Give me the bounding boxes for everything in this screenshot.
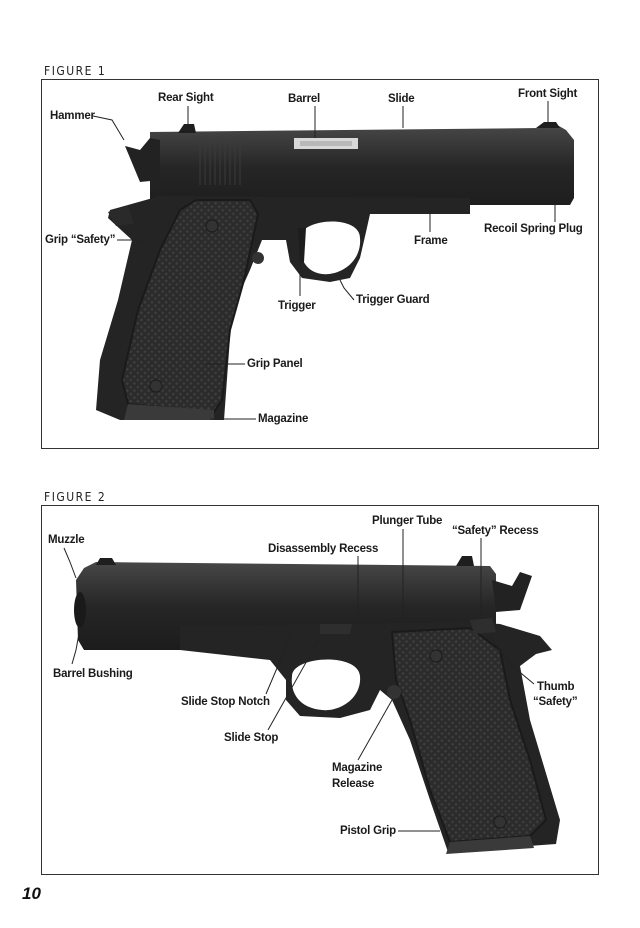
label-grip-safety: Grip “Safety” [45, 234, 116, 246]
label-slide: Slide [388, 93, 415, 105]
label-frame: Frame [414, 235, 448, 247]
label-thumb-safety-line2: “Safety” [533, 696, 578, 708]
label-thumb-safety-line1: Thumb [537, 681, 575, 693]
figure-2-title: FIGURE 2 [44, 490, 107, 504]
label-pistol-grip: Pistol Grip [340, 825, 396, 837]
label-safety-recess: “Safety” Recess [452, 525, 539, 537]
label-barrel: Barrel [288, 93, 321, 105]
label-grip-panel: Grip Panel [247, 358, 303, 370]
label-magazine-release-line1: Magazine [332, 762, 383, 774]
label-disassembly-recess: Disassembly Recess [268, 543, 379, 555]
figure-1-title: FIGURE 1 [44, 64, 107, 78]
label-magazine-release-line2: Release [332, 778, 375, 790]
fig1-trigger-guard-opening [299, 221, 361, 275]
label-trigger-guard: Trigger Guard [356, 294, 430, 306]
label-barrel-bushing: Barrel Bushing [53, 668, 133, 680]
label-slide-stop-notch: Slide Stop Notch [181, 696, 270, 708]
fig1-slide [150, 122, 574, 212]
label-rear-sight: Rear Sight [158, 92, 214, 104]
label-slide-stop: Slide Stop [224, 732, 279, 744]
fig1-hammer [125, 138, 160, 182]
fig2-hammer [492, 572, 532, 612]
label-plunger-tube: Plunger Tube [372, 515, 443, 527]
label-magazine: Magazine [258, 413, 309, 425]
label-hammer: Hammer [50, 110, 95, 122]
label-recoil-spring-plug: Recoil Spring Plug [484, 223, 583, 235]
label-muzzle: Muzzle [48, 534, 85, 546]
page-number: 10 [22, 884, 41, 903]
label-trigger: Trigger [278, 300, 316, 312]
label-front-sight: Front Sight [518, 88, 578, 100]
